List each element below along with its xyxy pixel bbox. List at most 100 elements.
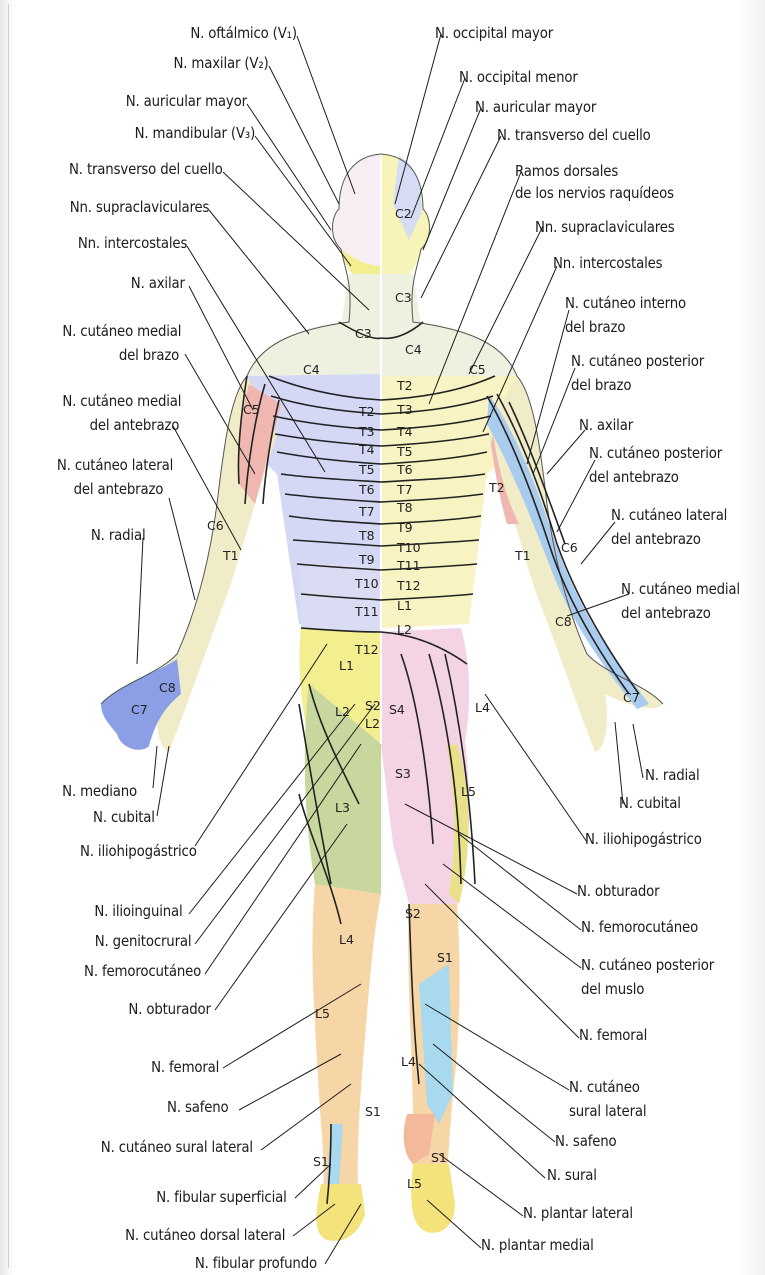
seg-t10b: T10 (396, 540, 421, 555)
seg-t10a: T10 (354, 576, 379, 591)
seg-c4b: C4 (405, 342, 422, 357)
label-n-cutaneo-medial-antebrazo-1: N. cutáneo medial (62, 392, 181, 411)
label-n-cutaneo-posterior-muslo-1: N. cutáneo posterior (581, 956, 714, 975)
seg-l5a: L5 (461, 784, 476, 799)
pelvis-right (381, 628, 469, 744)
seg-s1c: S1 (313, 1154, 329, 1169)
seg-t11a: T11 (354, 604, 379, 619)
seg-l1b: L1 (397, 598, 412, 613)
label-n-cutaneo-lateral-antebrazo-1: N. cutáneo lateral (57, 456, 173, 475)
label-n-obturador-left: N. obturador (129, 1000, 211, 1019)
label-n-femoral-left: N. femoral (151, 1058, 219, 1077)
seg-t9a: T9 (358, 552, 375, 567)
label-n-cutaneo-medial-antebrazo-2: del antebrazo (89, 416, 179, 435)
label-n-cutaneo-posterior-muslo-2: del muslo (581, 980, 644, 999)
seg-l2a: L2 (397, 622, 412, 637)
seg-c5a: C5 (243, 402, 260, 417)
label-ramos-dorsales-2: de los nervios raquídeos (515, 184, 674, 203)
seg-s2a: S2 (365, 698, 381, 713)
label-n-cutaneo-lateral-antebrazo-right-2: del antebrazo (611, 530, 701, 549)
dermatome-figure: C2 C3 C3 C4 C4 C5 C5 T2 T2 T3 T3 T4 T4 T… (8, 4, 759, 1268)
label-n-maxilar: N. maxilar (V₂) (174, 54, 269, 73)
label-n-cutaneo-posterior-brazo-1: N. cutáneo posterior (571, 352, 704, 371)
seg-l4a: L4 (475, 700, 490, 715)
seg-t7b: T7 (396, 482, 413, 497)
seg-c7b: C7 (623, 690, 640, 705)
label-n-plantar-lateral: N. plantar lateral (523, 1204, 633, 1223)
seg-l3: L3 (335, 800, 350, 815)
label-n-auricular-mayor-left: N. auricular mayor (126, 92, 247, 111)
label-n-cutaneo-sural-lateral-right-1: N. cutáneo (569, 1078, 640, 1097)
label-nn-supraclaviculares-right: Nn. supraclaviculares (535, 218, 675, 237)
label-n-cutaneo-lateral-antebrazo-2: del antebrazo (73, 480, 163, 499)
seg-l4b: L4 (339, 932, 354, 947)
label-n-transverso-cuello-right: N. transverso del cuello (497, 126, 651, 145)
label-n-femoral-right: N. femoral (579, 1026, 647, 1045)
seg-c6a: C6 (207, 518, 224, 533)
label-n-fibular-profundo: N. fibular profundo (195, 1254, 317, 1273)
seg-t11b: T11 (396, 558, 421, 573)
label-nn-intercostales-left: Nn. intercostales (78, 234, 187, 253)
seg-t5b: T5 (396, 444, 413, 459)
label-n-obturador-right: N. obturador (577, 882, 659, 901)
label-n-cutaneo-posterior-antebrazo-2: del antebrazo (589, 468, 679, 487)
seg-l4c: L4 (401, 1054, 416, 1069)
seg-t3a: T3 (358, 424, 375, 439)
label-n-cutaneo-posterior-antebrazo-1: N. cutáneo posterior (589, 444, 722, 463)
label-n-ilioinguinal: N. ilioinguinal (95, 902, 183, 921)
seg-c8a: C8 (159, 680, 176, 695)
seg-t6b: T6 (396, 462, 413, 477)
label-n-axilar-left: N. axilar (131, 274, 185, 293)
label-n-cutaneo-medial-antebrazo-right-1: N. cutáneo medial (621, 580, 740, 599)
label-n-fibular-superficial: N. fibular superficial (157, 1188, 287, 1207)
label-n-plantar-medial: N. plantar medial (481, 1236, 594, 1255)
label-n-occipital-mayor: N. occipital mayor (435, 24, 553, 43)
seg-l5c: L5 (407, 1176, 422, 1191)
seg-t5a: T5 (358, 462, 375, 477)
label-n-mandibular: N. mandibular (V₃) (135, 124, 255, 143)
seg-t2c: T2 (488, 480, 505, 495)
seg-t8b: T8 (396, 500, 413, 515)
seg-l5b: L5 (315, 1006, 330, 1021)
seg-t4b: T4 (396, 424, 413, 439)
label-n-safeno-left: N. safeno (167, 1098, 229, 1117)
label-n-cutaneo-sural-lateral-left: N. cutáneo sural lateral (101, 1138, 253, 1157)
label-nn-intercostales-right: Nn. intercostales (553, 254, 662, 273)
seg-t12a: T12 (354, 642, 379, 657)
label-n-radial-left: N. radial (90, 526, 145, 545)
label-n-cutaneo-medial-brazo-1: N. cutáneo medial (62, 322, 181, 341)
seg-c8b: C8 (555, 614, 572, 629)
seg-t12b: T12 (396, 578, 421, 593)
label-ramos-dorsales-1: Ramos dorsales (515, 162, 618, 181)
seg-t2a: T2 (358, 404, 375, 419)
seg-t2b: T2 (396, 378, 413, 393)
label-n-cutaneo-lateral-antebrazo-right-1: N. cutáneo lateral (611, 506, 727, 525)
label-n-femorocutaneo-left: N. femorocutáneo (84, 962, 201, 981)
seg-t9b: T9 (396, 520, 413, 535)
right-foot (411, 1164, 455, 1233)
seg-t3b: T3 (396, 402, 413, 417)
label-n-cutaneo-interno-brazo-1: N. cutáneo interno (565, 294, 686, 313)
seg-s1b: S1 (365, 1104, 381, 1119)
label-n-iliohipogastrico-left: N. iliohipogástrico (80, 842, 197, 861)
label-n-sural: N. sural (547, 1166, 597, 1185)
label-n-auricular-mayor-right: N. auricular mayor (475, 98, 596, 117)
seg-s2b: S2 (405, 906, 421, 921)
seg-l2c: L2 (365, 716, 380, 731)
seg-c3b: C3 (355, 326, 372, 341)
seg-c2: C2 (395, 206, 412, 221)
label-nn-supraclaviculares-left: Nn. supraclaviculares (69, 198, 209, 217)
seg-t7a: T7 (358, 504, 375, 519)
label-n-cutaneo-dorsal-lateral: N. cutáneo dorsal lateral (125, 1226, 285, 1245)
label-n-axilar-right: N. axilar (579, 416, 633, 435)
seg-t8a: T8 (358, 528, 375, 543)
label-n-oftalmico: N. oftálmico (V₁) (190, 24, 297, 43)
label-n-cutaneo-sural-lateral-right-2: sural lateral (569, 1102, 646, 1121)
label-n-mediano: N. mediano (62, 782, 137, 801)
label-n-occipital-menor: N. occipital menor (459, 68, 578, 87)
seg-t6a: T6 (358, 482, 375, 497)
seg-s1a: S1 (437, 950, 453, 965)
label-n-femorocutaneo-right: N. femorocutáneo (581, 918, 698, 937)
seg-l2b: L2 (335, 704, 350, 719)
seg-s4: S4 (389, 702, 405, 717)
